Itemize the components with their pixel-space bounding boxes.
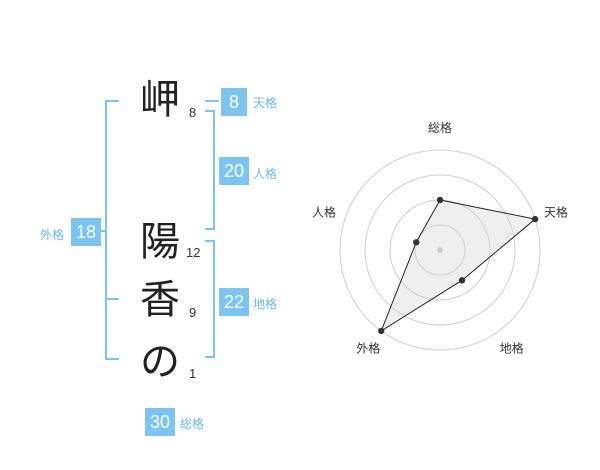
- chikaku-value: 22: [219, 288, 249, 316]
- radar-axis-label-1: 総格: [428, 120, 452, 135]
- radar-ring-3: [364, 174, 516, 326]
- radar-points: [378, 196, 539, 335]
- name-char-1: 岬: [140, 77, 180, 123]
- radar-axis-label-4: 外格: [356, 341, 380, 356]
- tenkaku-value: 8: [221, 88, 247, 116]
- radar-ring-4: [339, 149, 541, 351]
- name-char-3: 香: [140, 277, 180, 323]
- radar-point-3: [458, 277, 466, 284]
- radar-axis-label-2: 天格: [544, 204, 568, 219]
- radar-point-2: [531, 215, 539, 223]
- tenkaku-label: 天格: [253, 96, 278, 110]
- jinkaku-value: 20: [219, 157, 249, 185]
- stroke-count-1: 8: [189, 105, 197, 120]
- stroke-count-2: 12: [186, 245, 201, 260]
- radar-ring-1: [414, 224, 466, 276]
- radar-axis-label-5: 人格: [312, 204, 336, 219]
- radar-point-5: [413, 239, 420, 246]
- stroke-count-4: 1: [189, 366, 197, 381]
- gaikaku-value: 18: [71, 218, 101, 246]
- soukaku-value: 30: [145, 408, 175, 436]
- chikaku-label: 地格: [253, 297, 278, 311]
- stroke-count-3: 9: [189, 305, 197, 320]
- jinkaku-label: 人格: [253, 167, 278, 181]
- soukaku-label: 総格: [180, 417, 205, 431]
- name-char-2: 陽: [140, 219, 180, 265]
- name-char-4: の: [140, 339, 180, 385]
- gaikaku-label: 外格: [40, 228, 65, 242]
- radar-axis-label-3: 地格: [500, 341, 524, 356]
- radar-center-dot: [437, 247, 443, 253]
- radar-data-polygon: [380, 199, 537, 333]
- radar-point-1: [436, 196, 444, 204]
- radar-point-4: [378, 327, 385, 335]
